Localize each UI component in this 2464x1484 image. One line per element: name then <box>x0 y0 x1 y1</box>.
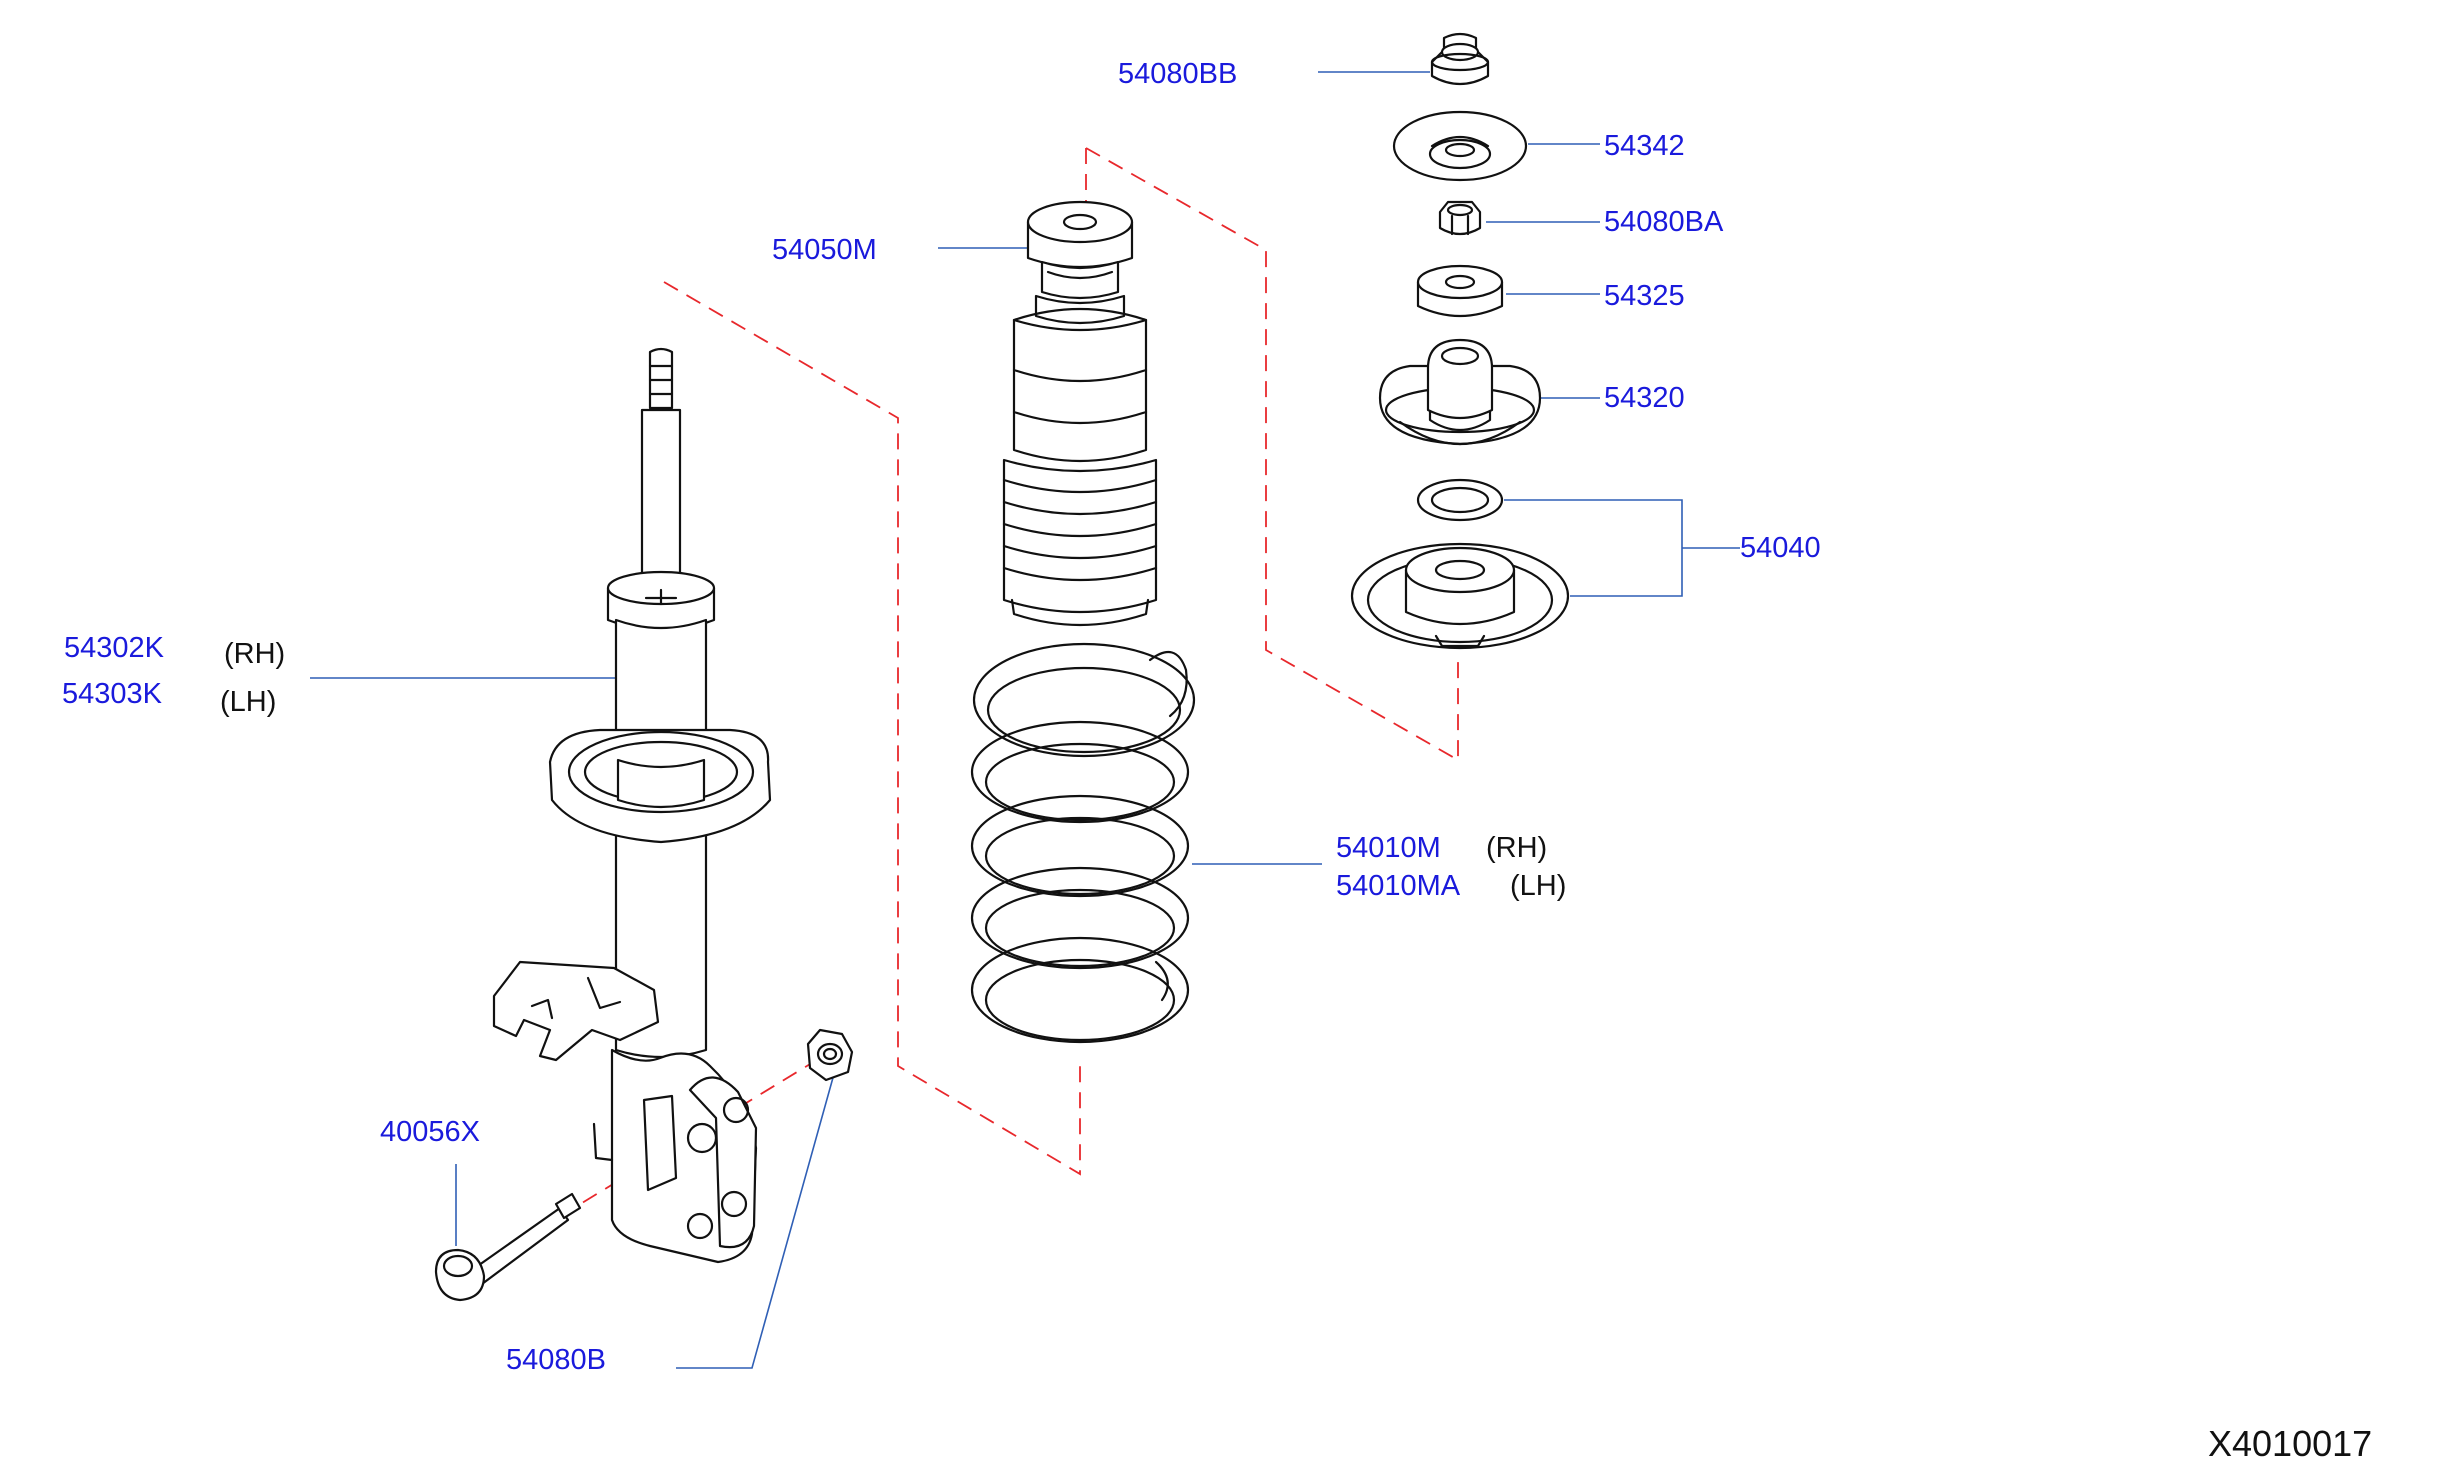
label-54080b: 54080B <box>506 1344 606 1376</box>
side-rh-54010m: (RH) <box>1486 832 1548 864</box>
phantom-line-spring-to-mount <box>1085 147 1459 762</box>
bolt-40056x-icon <box>434 1192 582 1302</box>
label-54342: 54342 <box>1604 130 1685 162</box>
label-54010m: 54010M <box>1336 832 1441 864</box>
figure-code: X4010017 <box>2208 1423 2373 1464</box>
strut-54302k-icon <box>492 347 772 1264</box>
bump-stopper-boot-54050m-icon <box>1002 200 1158 627</box>
label-54080bb: 54080BB <box>1118 58 1238 90</box>
label-54050m: 54050M <box>772 234 877 266</box>
side-lh-54303k: (LH) <box>220 686 277 718</box>
label-40056x: 40056X <box>380 1116 480 1148</box>
label-54325: 54325 <box>1604 280 1685 312</box>
label-54040: 54040 <box>1740 532 1821 564</box>
side-rh-54302k: (RH) <box>224 638 286 670</box>
leader-54080b <box>676 1073 835 1369</box>
label-54303k: 54303K <box>62 678 162 710</box>
label-54010ma: 54010MA <box>1336 870 1461 902</box>
phantom-line-strut-to-spring <box>663 281 1081 1176</box>
label-54080ba: 54080BA <box>1604 206 1724 238</box>
label-54302k: 54302K <box>64 632 164 664</box>
mount-bearing-54040-icon <box>1350 478 1570 650</box>
nut-54080ba-icon <box>1438 200 1482 236</box>
label-54320: 54320 <box>1604 382 1685 414</box>
mount-insulator-54320-icon <box>1378 338 1542 446</box>
coil-spring-54010m-icon <box>970 642 1196 1044</box>
leader-lines <box>310 71 1740 1369</box>
bushing-54325-icon <box>1416 264 1504 318</box>
side-lh-54010ma: (LH) <box>1510 870 1567 902</box>
washer-54342-icon <box>1392 110 1528 182</box>
nut-54080b-icon <box>806 1028 854 1082</box>
top-nut-54080bb-icon <box>1430 32 1490 86</box>
